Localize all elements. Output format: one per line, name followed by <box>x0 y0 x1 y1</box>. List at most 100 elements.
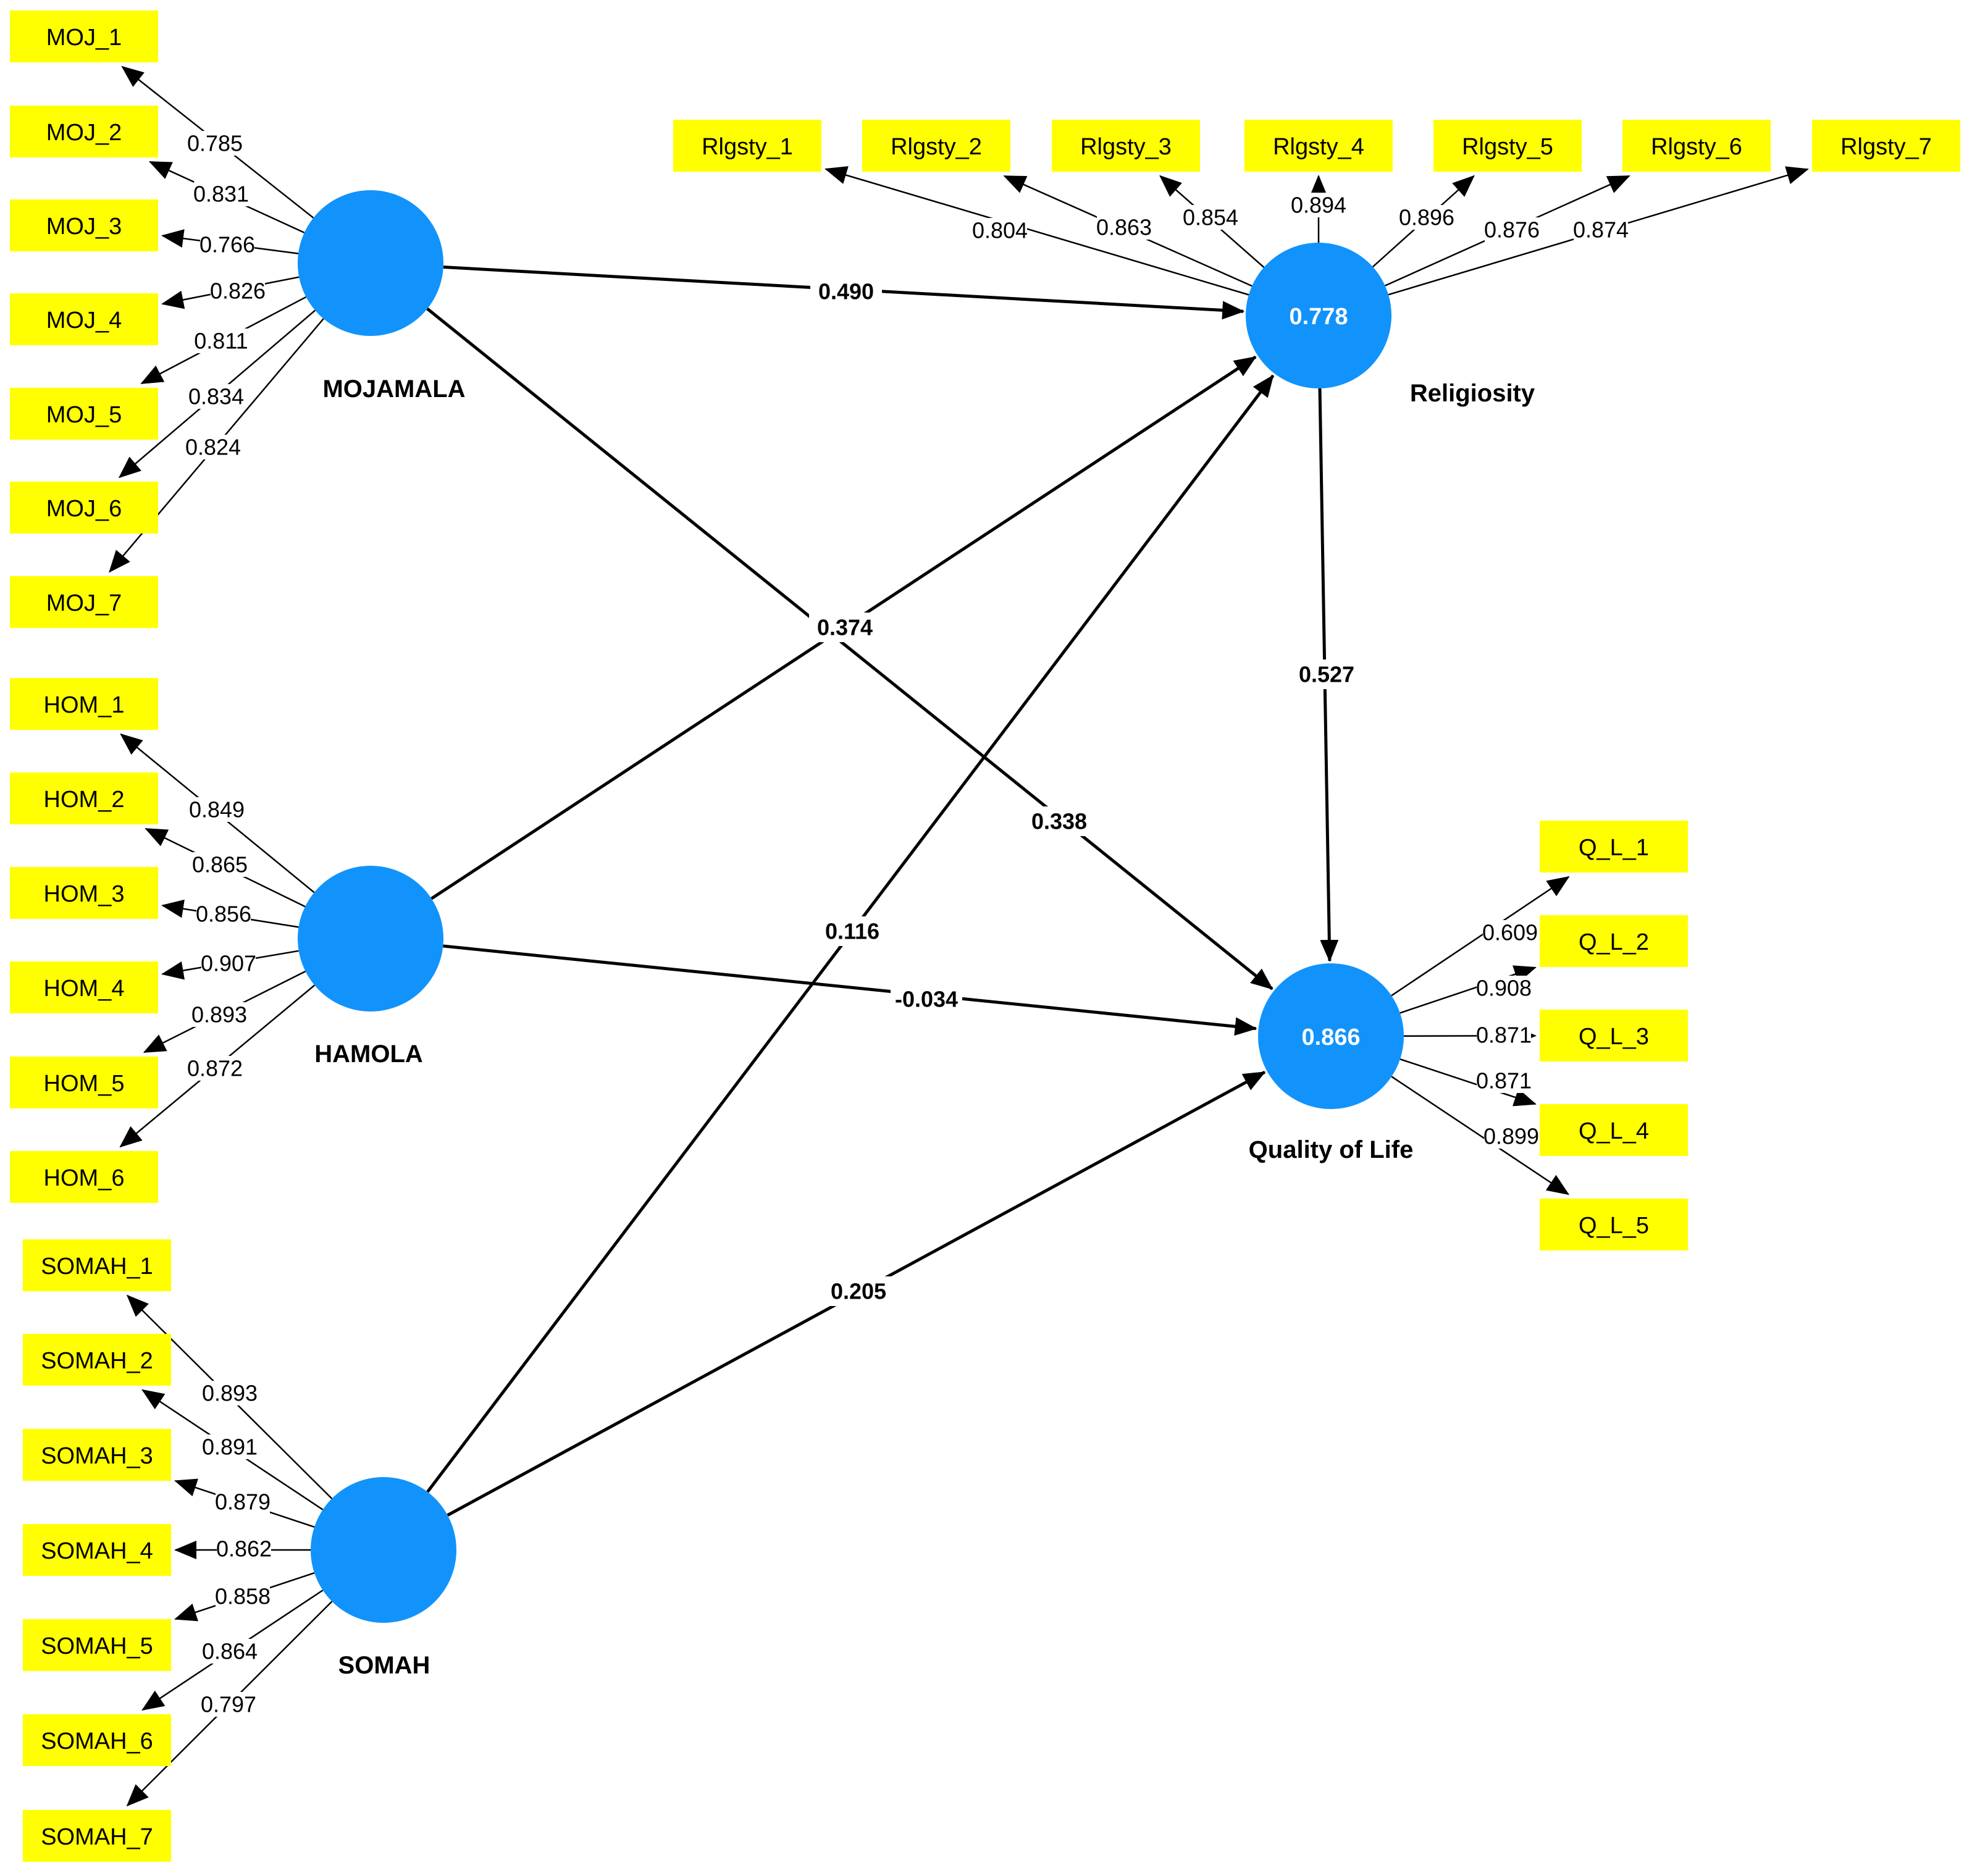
loading-value-somah-2: 0.891 <box>202 1434 258 1460</box>
indicator-box-religiosity-1 <box>673 120 821 172</box>
loading-label-bg <box>188 1056 242 1081</box>
loading-label-bg <box>190 797 244 822</box>
path-label-bg <box>1291 660 1362 689</box>
path-arrow-hamola_qol <box>443 944 1257 1036</box>
indicator-label-mojamala-1: MOJ_1 <box>46 25 122 51</box>
indicator-box-qol-3 <box>1540 1010 1688 1062</box>
loading-label-bg <box>196 902 251 926</box>
indicator-box-somah-7 <box>23 1810 171 1862</box>
loading-label-bg <box>194 182 248 206</box>
loading-label-bg <box>973 218 1027 243</box>
indicator-box-mojamala-7 <box>10 576 158 628</box>
indicator-box-religiosity-5 <box>1433 120 1582 172</box>
indicator-label-religiosity-7: Rlgsty_7 <box>1840 134 1932 160</box>
indicator-label-qol-3: Q_L_3 <box>1579 1024 1649 1050</box>
loading-value-qol-4: 0.871 <box>1476 1068 1532 1094</box>
loading-value-qol-2: 0.908 <box>1476 976 1532 1001</box>
path-coefficient-somah_religiosity: 0.116 <box>825 919 879 944</box>
indicator-label-hamola-3: HOM_3 <box>44 881 125 907</box>
loading-label-bg <box>186 435 240 459</box>
loading-value-somah-1: 0.893 <box>202 1381 258 1406</box>
indicator-label-religiosity-5: Rlgsty_5 <box>1462 134 1553 160</box>
loading-value-hamola-6: 0.872 <box>187 1056 243 1081</box>
indicator-label-mojamala-7: MOJ_7 <box>46 590 122 616</box>
indicator-label-hamola-4: HOM_4 <box>44 976 125 1002</box>
latent-name-hamola: HAMOLA <box>314 1041 423 1068</box>
indicator-box-qol-5 <box>1540 1199 1688 1250</box>
indicator-box-qol-4 <box>1540 1104 1688 1156</box>
loading-label-bg <box>216 1489 270 1514</box>
indicator-label-somah-1: SOMAH_1 <box>41 1254 153 1279</box>
path-label-bg <box>816 916 888 946</box>
indicator-label-somah-5: SOMAH_5 <box>41 1633 153 1659</box>
loading-label-bg <box>188 131 242 156</box>
indicator-label-hamola-1: HOM_1 <box>44 692 125 718</box>
latent-somah <box>311 1477 456 1623</box>
loading-value-religiosity-6: 0.876 <box>1484 217 1540 243</box>
loading-label-bg <box>1483 920 1537 945</box>
loading-value-mojamala-6: 0.834 <box>188 384 244 409</box>
r-squared-qol: 0.866 <box>1301 1024 1360 1050</box>
path-coefficient-somah_qol: 0.205 <box>831 1279 886 1304</box>
indicator-box-hamola-4 <box>10 961 158 1013</box>
loading-value-mojamala-5: 0.811 <box>194 329 248 354</box>
loading-value-somah-3: 0.879 <box>215 1489 271 1515</box>
indicator-label-qol-5: Q_L_5 <box>1579 1213 1649 1239</box>
path-label-bg <box>891 984 962 1014</box>
loading-value-hamola-5: 0.893 <box>191 1002 247 1028</box>
loading-value-mojamala-7: 0.824 <box>185 435 241 460</box>
loading-value-religiosity-1: 0.804 <box>972 218 1028 243</box>
loading-value-somah-7: 0.797 <box>201 1692 256 1717</box>
loading-value-mojamala-1: 0.785 <box>187 131 243 156</box>
loading-label-bg <box>1485 217 1539 242</box>
loading-value-hamola-1: 0.849 <box>189 797 245 823</box>
loading-value-somah-6: 0.864 <box>202 1639 258 1664</box>
indicator-box-religiosity-7 <box>1812 120 1960 172</box>
indicator-box-somah-3 <box>23 1429 171 1481</box>
loading-value-somah-4: 0.862 <box>216 1536 272 1562</box>
loading-arrow-qol-5 <box>1391 1076 1570 1196</box>
indicator-label-hamola-6: HOM_6 <box>44 1165 125 1191</box>
indicator-box-hamola-1 <box>10 678 158 730</box>
indicator-box-mojamala-4 <box>10 293 158 345</box>
indicator-label-mojamala-5: MOJ_5 <box>46 402 122 428</box>
indicator-box-religiosity-3 <box>1052 120 1200 172</box>
loading-label-bg <box>1399 205 1454 230</box>
loading-label-bg <box>193 852 247 877</box>
loading-label-bg <box>1484 1124 1538 1149</box>
loading-label-bg <box>203 1381 257 1405</box>
indicator-label-mojamala-2: MOJ_2 <box>46 120 122 146</box>
loading-value-mojamala-2: 0.831 <box>193 182 249 207</box>
indicator-box-mojamala-2 <box>10 106 158 157</box>
indicator-label-qol-4: Q_L_4 <box>1579 1118 1649 1144</box>
indicator-label-somah-2: SOMAH_2 <box>41 1348 153 1374</box>
loading-label-bg <box>201 951 256 976</box>
loading-label-bg <box>1097 215 1151 240</box>
loading-value-qol-3: 0.871 <box>1476 1023 1532 1048</box>
loading-label-bg <box>203 1639 257 1664</box>
path-arrow-mojamala_qol <box>426 308 1273 990</box>
loading-label-bg <box>1477 1068 1531 1093</box>
indicator-box-religiosity-4 <box>1244 120 1393 172</box>
loading-label-bg <box>216 1584 270 1609</box>
loading-label-bg <box>194 329 248 353</box>
indicator-label-mojamala-4: MOJ_4 <box>46 308 122 333</box>
loading-value-qol-5: 0.899 <box>1483 1124 1539 1149</box>
loading-label-bg <box>217 1536 271 1561</box>
loading-value-hamola-2: 0.865 <box>192 852 248 877</box>
loading-label-bg <box>211 278 265 303</box>
loading-label-bg <box>203 1434 257 1459</box>
loading-arrow-religiosity-1 <box>824 166 1249 296</box>
loading-label-bg <box>189 384 243 409</box>
labels-layer: MOJ_10.785MOJ_20.831MOJ_30.766MOJ_40.826… <box>41 25 1932 1850</box>
indicator-box-mojamala-6 <box>10 482 158 534</box>
loading-label-bg <box>1183 205 1238 230</box>
indicator-label-religiosity-6: Rlgsty_6 <box>1651 134 1742 160</box>
path-coefficient-hamola_religiosity: 0.374 <box>817 615 873 640</box>
indicator-label-somah-4: SOMAH_4 <box>41 1538 153 1564</box>
indicator-label-hamola-5: HOM_5 <box>44 1071 125 1097</box>
latent-hamola <box>298 866 443 1011</box>
loading-arrow-qol-4 <box>1399 1058 1537 1107</box>
loading-label-bg <box>1477 976 1531 1000</box>
